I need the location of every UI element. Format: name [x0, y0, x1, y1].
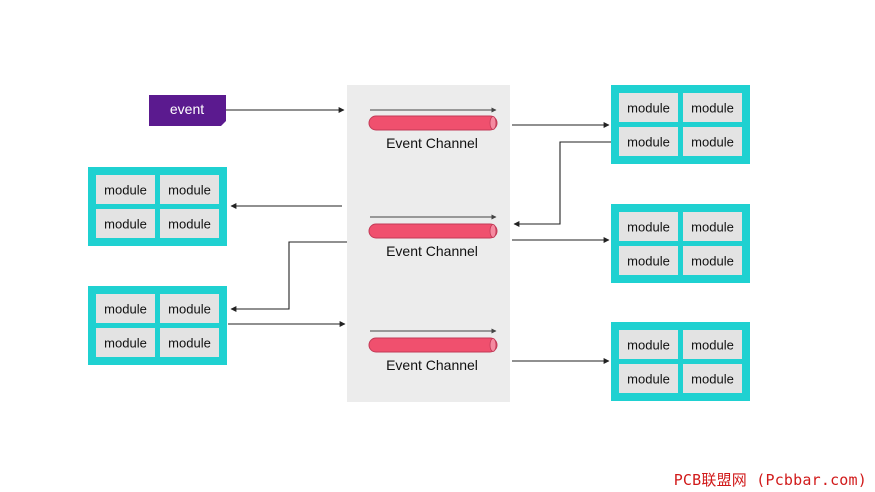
- module-label: module: [691, 372, 734, 387]
- module-label: module: [691, 135, 734, 150]
- module-label: module: [627, 254, 670, 269]
- module-cell: [96, 328, 155, 357]
- event-channel-3: Event Channel: [368, 328, 498, 373]
- channel-3-pipe: [368, 337, 498, 353]
- module-cell: [683, 330, 742, 359]
- module-cell: [619, 212, 678, 241]
- arrow-channel-2-to-left-group-2: [230, 241, 347, 312]
- module-cell: [619, 93, 678, 122]
- event-channel-2: Event Channel: [368, 214, 498, 259]
- channel-2-label: Event Channel: [386, 243, 478, 259]
- module-label: module: [104, 217, 147, 232]
- channel-2-pipe-end: [489, 224, 497, 238]
- module-cell: [619, 127, 678, 156]
- module-cell: [619, 246, 678, 275]
- module-label: module: [104, 336, 147, 351]
- watermark: PCB联盟网 (Pcbbar.com): [673, 471, 867, 489]
- module-cell: [96, 175, 155, 204]
- module-label: module: [627, 372, 670, 387]
- module-label: module: [627, 220, 670, 235]
- module-left-group-1: module module module module: [88, 167, 227, 246]
- event-channel-1: Event Channel: [368, 107, 498, 151]
- channel-1-pipe: [368, 115, 498, 131]
- channel-1-label: Event Channel: [386, 135, 478, 151]
- module-label: module: [168, 302, 211, 317]
- module-label: module: [627, 101, 670, 116]
- module-cell: [683, 364, 742, 393]
- module-cell: [160, 328, 219, 357]
- module-cell: [683, 212, 742, 241]
- module-label: module: [104, 183, 147, 198]
- module-cell: [160, 175, 219, 204]
- module-cell: [619, 364, 678, 393]
- module-left-group-2: module module module module: [88, 286, 227, 365]
- module-label: module: [627, 135, 670, 150]
- module-cell: [96, 209, 155, 238]
- module-cell: [683, 127, 742, 156]
- module-label: module: [168, 217, 211, 232]
- channel-1-pipe-end: [489, 116, 497, 130]
- channel-2-pipe: [368, 223, 498, 239]
- module-right-group-2: module module module module: [611, 204, 750, 283]
- module-label: module: [104, 302, 147, 317]
- module-label: module: [691, 101, 734, 116]
- module-label: module: [168, 336, 211, 351]
- channel-3-pipe-end: [489, 338, 497, 352]
- arrow-right-group-1-to-channel-2: [513, 141, 611, 227]
- event-tag: event: [149, 95, 226, 126]
- module-label: module: [691, 254, 734, 269]
- module-right-group-3: module module module module: [611, 322, 750, 401]
- module-label: module: [691, 338, 734, 353]
- module-label: module: [627, 338, 670, 353]
- module-cell: [160, 209, 219, 238]
- module-cell: [683, 93, 742, 122]
- event-tag-shape: [149, 95, 226, 126]
- channel-3-label: Event Channel: [386, 357, 478, 373]
- module-cell: [683, 246, 742, 275]
- module-cell: [160, 294, 219, 323]
- module-label: module: [691, 220, 734, 235]
- event-tag-label: event: [170, 101, 204, 117]
- module-cell: [619, 330, 678, 359]
- module-cell: [96, 294, 155, 323]
- connectors: [226, 107, 611, 364]
- module-label: module: [168, 183, 211, 198]
- module-right-group-1: module module module module: [611, 85, 750, 164]
